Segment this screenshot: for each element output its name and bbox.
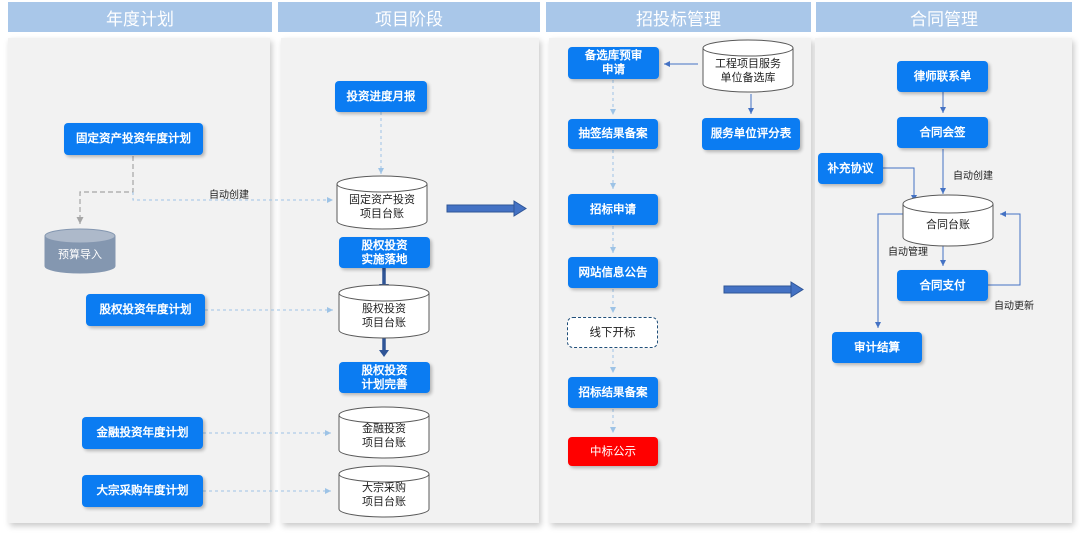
- award-publicity-box[interactable]: 中标公示: [568, 437, 658, 466]
- financial-ledger-label: 金融投资 项目台账: [362, 422, 406, 449]
- bulk-ledger-label: 大宗采购 项目台账: [362, 481, 406, 508]
- draw-result-filing-box[interactable]: 抽签结果备案: [568, 119, 658, 149]
- service-unit-score-box[interactable]: 服务单位评分表: [702, 118, 800, 150]
- lawyer-contact-box[interactable]: 律师联系单: [897, 61, 988, 92]
- supplement-box[interactable]: 补充协议: [818, 153, 883, 184]
- transition-arrow-project-to-bidding: [446, 200, 527, 217]
- budget-import-cylinder: [44, 228, 116, 274]
- contract-payment-box[interactable]: 合同支付: [897, 270, 988, 301]
- audit-settlement-box[interactable]: 审计结算: [832, 332, 922, 363]
- equity-ledger-label: 股权投资 项目台账: [362, 302, 406, 329]
- connector-supplement-to-ledger: [883, 167, 917, 201]
- column-header-bidding: 招投标管理: [546, 2, 811, 32]
- contract-ledger-label: 合同台账: [926, 218, 970, 232]
- fixed-asset-ledger-label: 固定资产投资 项目台账: [349, 193, 415, 220]
- transition-arrow-bidding-to-contract: [723, 281, 804, 298]
- contract-countersign-box[interactable]: 合同会签: [897, 117, 988, 148]
- contract-auto-create-label: 自动创建: [953, 171, 993, 182]
- column-header-annual-plan: 年度计划: [8, 2, 272, 32]
- budget-import-label: 预算导入: [58, 248, 102, 262]
- equity-plan-refine-box[interactable]: 股权投资 计划完善: [339, 362, 430, 393]
- equity-landing-box[interactable]: 股权投资 实施落地: [339, 237, 430, 268]
- equity-ledger-cylinder: [338, 284, 430, 339]
- tender-apply-box[interactable]: 招标申请: [568, 194, 658, 225]
- preselect-apply-box[interactable]: 备选库预审 申请: [568, 47, 659, 79]
- auto-manage-label: 自动管理: [888, 247, 928, 258]
- bulk-ledger-cylinder: [338, 465, 430, 518]
- connector-ledger-to-audit: [875, 213, 905, 328]
- equity-plan-box[interactable]: 股权投资年度计划: [86, 294, 205, 326]
- website-notice-box[interactable]: 网站信息公告: [568, 257, 658, 288]
- fixed-asset-ledger-cylinder: [336, 175, 428, 230]
- connector-plan-to-fixed-ledger: [132, 192, 333, 203]
- financial-ledger-cylinder: [338, 406, 430, 459]
- bulk-purchase-plan-box[interactable]: 大宗采购年度计划: [82, 475, 203, 507]
- financial-plan-box[interactable]: 金融投资年度计划: [82, 417, 203, 449]
- connector-payment-loop-to-ledger: [988, 211, 1021, 286]
- auto-create-label: 自动创建: [209, 190, 249, 201]
- column-header-project-stage: 项目阶段: [278, 2, 540, 32]
- monthly-report-box[interactable]: 投资进度月报: [335, 81, 427, 112]
- offline-opening-box[interactable]: 线下开标: [567, 317, 658, 348]
- fixed-asset-plan-box[interactable]: 固定资产投资年度计划: [64, 123, 203, 155]
- auto-update-label: 自动更新: [994, 301, 1034, 312]
- service-unit-pool-label: 工程项目服务 单位备选库: [715, 57, 781, 84]
- contract-ledger-cylinder: [902, 194, 994, 247]
- service-unit-pool-cylinder: [702, 39, 794, 93]
- column-header-contract: 合同管理: [816, 2, 1072, 32]
- connector-plan-to-budget: [76, 156, 134, 224]
- tender-result-filing-box[interactable]: 招标结果备案: [568, 377, 658, 408]
